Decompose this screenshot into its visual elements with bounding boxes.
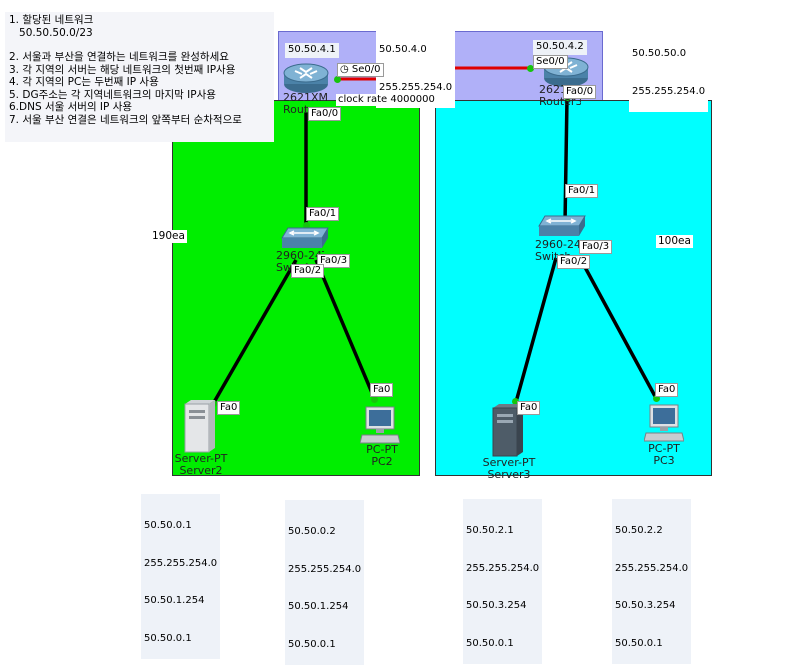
ip-mask: 255.255.254.0 [144,557,218,569]
port-swl-up[interactable]: Fa0/1 [306,207,340,221]
ip-note-pc3[interactable]: 50.50.2.2 255.255.254.0 50.50.3.254 50.5… [612,499,692,664]
link-dot-rl-fa [303,106,310,113]
pc-left-name: PC2 [371,455,393,468]
port-server-left-fa[interactable]: Fa0 [217,401,241,415]
top-right-line2: 255.255.254.0 [632,85,706,97]
pc-left-model: PC-PT [366,443,398,456]
link-dot-pc-right [653,395,660,402]
ip-dns: 50.50.0.1 [288,638,336,650]
port-swr-p2[interactable]: Fa0/2 [557,255,591,269]
pc-left-label: PC-PT PC2 [360,444,404,468]
task-line: 3. 각 지역의 서버는 해당 네트워크의 첫번째 IP사용 [9,63,236,76]
server-left-name: Server2 [179,464,223,477]
ip-address: 50.50.2.1 [466,525,514,536]
wan-network: 50.50.4.0 [379,44,427,55]
task-line: 5. DG주소는 각 지역네트워크의 마지막 IP사용 [9,88,216,101]
server-left-icon[interactable] [183,400,217,454]
server-right-model: Server-PT [482,456,536,469]
port-swr-up[interactable]: Fa0/1 [565,184,599,198]
port-se-left-text: Se0/0 [351,64,381,75]
link-router-switch-right[interactable] [563,97,569,224]
task-line: 4. 각 지역의 PC는 두번째 IP 사용 [9,76,159,88]
ip-gateway: 50.50.3.254 [615,600,676,611]
ip-mask: 255.255.254.0 [288,563,362,575]
left-host-count[interactable]: 190ea [150,230,187,243]
switch-left-icon[interactable] [280,226,330,250]
port-swl-p3[interactable]: Fa0/3 [317,254,351,268]
link-dot-se-right [527,65,534,72]
router-left-icon[interactable] [282,62,330,94]
server-right-name: Server3 [487,468,531,481]
port-rr-fa[interactable]: Fa0/0 [563,85,597,99]
link-dot-swl-up [303,222,310,229]
wan-mask: 255.255.254.0 [379,81,453,93]
server-right-icon[interactable] [491,404,525,458]
server-left-label: Server-PT Server2 [172,453,230,477]
port-swl-p2[interactable]: Fa0/2 [291,264,325,278]
server-right-label: Server-PT Server3 [478,457,540,481]
clock-icon: ◷ [340,64,349,75]
pc-right-label: PC-PT PC3 [642,443,686,467]
clock-rate-note[interactable]: clock rate 4000000 [336,94,437,106]
ip-note-server2[interactable]: 50.50.0.1 255.255.254.0 50.50.1.254 50.5… [141,494,221,659]
port-rl-fa[interactable]: Fa0/0 [308,107,342,121]
wan-left-ip-note[interactable]: 50.50.4.1 [285,43,339,58]
top-right-line1: 50.50.50.0 [632,48,687,59]
task-line: 7. 서울 부산 연결은 네트워크의 앞쪽부터 순차적으로 [9,113,242,126]
ip-dns: 50.50.0.1 [615,637,663,649]
ip-dns: 50.50.0.1 [466,637,514,649]
switch-left-model: 2960-24TT [276,250,324,262]
switch-right-model: 2960-24TT [535,239,581,251]
wan-right-ip-note[interactable]: 50.50.4.2 [533,40,587,55]
port-pc-right-fa[interactable]: Fa0 [655,383,679,397]
ip-gateway: 50.50.3.254 [466,600,527,611]
link-switch-pc-right[interactable] [578,257,658,399]
pc-left-icon[interactable] [360,405,400,445]
ip-mask: 255.255.254.0 [615,562,689,574]
pc-right-name: PC3 [653,454,675,467]
ip-mask: 255.255.254.0 [466,562,540,574]
link-dot-pc-left [371,396,378,403]
switch-right-icon[interactable] [537,214,587,238]
link-switch-server-left[interactable] [211,259,298,405]
task-line: 2. 서울과 부산을 연결하는 네트워크를 완성하세요 [9,51,229,63]
link-switch-server-right[interactable] [514,257,558,403]
ip-note-pc2[interactable]: 50.50.0.2 255.255.254.0 50.50.1.254 50.5… [285,500,365,665]
ip-gateway: 50.50.1.254 [288,601,349,612]
port-se-left[interactable]: ◷ Se0/0 [337,63,384,77]
ip-gateway: 50.50.1.254 [144,595,205,606]
link-dot-se-left [334,76,341,83]
task-line: 50.50.50.0/23 [9,26,93,39]
wan-network-note[interactable]: 50.50.4.0 255.255.254.0 [376,18,456,108]
router-left-model: 2621XM [283,91,329,104]
right-host-count[interactable]: 100ea [656,235,693,248]
task-line: 6.DNS 서울 서버의 IP 사용 [9,101,133,113]
pc-right-icon[interactable] [644,403,684,443]
link-dot-server-right [512,398,519,405]
ip-address: 50.50.0.2 [288,526,336,537]
ip-note-server3[interactable]: 50.50.2.1 255.255.254.0 50.50.3.254 50.5… [463,499,543,664]
port-server-right-fa[interactable]: Fa0 [517,401,541,415]
ip-dns: 50.50.0.1 [144,632,192,644]
task-line: 1. 할당된 네트워크 [9,14,94,26]
ip-address: 50.50.2.2 [615,525,663,536]
router-right-model: 2621XM [539,84,581,96]
top-right-note[interactable]: 50.50.50.0 255.255.254.0 [629,22,709,112]
pc-right-model: PC-PT [648,442,680,455]
ip-address: 50.50.0.1 [144,520,192,531]
port-swr-p3[interactable]: Fa0/3 [579,240,613,254]
task-line [9,39,270,51]
link-switch-pc-left[interactable] [314,259,377,401]
port-se-right[interactable]: Se0/0 [533,55,568,69]
task-instruction-note[interactable]: 1. 할당된 네트워크 50.50.50.0/23 2. 서울과 부산을 연결하… [5,12,274,142]
server-left-model: Server-PT [174,452,228,465]
port-pc-left-fa[interactable]: Fa0 [370,383,394,397]
